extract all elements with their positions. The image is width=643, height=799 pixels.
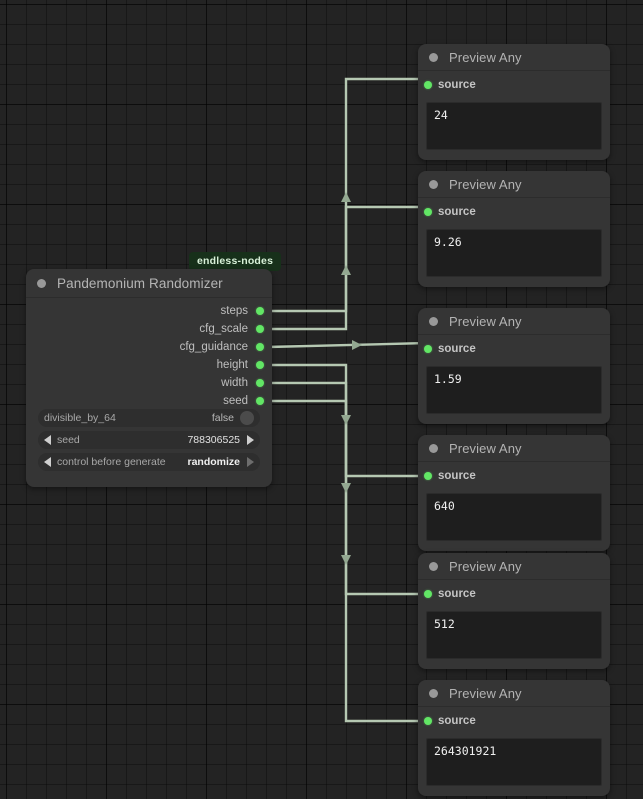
node-title: Preview Any [449,313,522,329]
wire-steps [268,77,428,313]
input-port-source[interactable]: source [418,707,610,735]
collapse-circle-icon[interactable] [429,179,438,189]
output-port-width[interactable]: width [26,374,272,392]
node-title: Preview Any [449,440,522,456]
wire-cfg-guidance [267,341,429,349]
input-port-label: source [438,588,476,600]
input-dot-icon[interactable] [424,345,432,353]
output-port-steps[interactable]: steps [26,302,272,320]
toggle-knob-icon[interactable] [240,411,254,425]
wire-direction-arrows [341,192,362,565]
collapse-circle-icon[interactable] [429,688,438,698]
decrement-arrow-icon[interactable] [44,435,51,445]
wire-seed [268,399,428,723]
input-port-source[interactable]: source [418,335,610,363]
node-header[interactable]: Preview Any [418,680,610,707]
node-header[interactable]: Preview Any [418,435,610,462]
node-header[interactable]: Pandemonium Randomizer [26,269,272,298]
output-port-cfg-scale[interactable]: cfg_scale [26,320,272,338]
node-preview-any-cfg-guidance[interactable]: Preview Any source 1.59 [418,308,610,424]
node-title: Preview Any [449,685,522,701]
collapse-circle-icon[interactable] [429,52,438,62]
collapse-circle-icon[interactable] [429,443,438,453]
node-preview-any-steps[interactable]: Preview Any source 24 [418,44,610,160]
node-preview-any-cfg-scale[interactable]: Preview Any source 9.26 [418,171,610,287]
input-port-source[interactable]: source [418,71,610,99]
input-dot-icon[interactable] [424,717,432,725]
output-dot-icon[interactable] [256,343,264,351]
input-port-source[interactable]: source [418,462,610,490]
input-port-source[interactable]: source [418,580,610,608]
output-port-label: width [221,377,248,389]
output-dot-icon[interactable] [256,307,264,315]
widget-control-before-generate[interactable]: control before generate randomize [38,453,260,471]
widget-divisible-by-64[interactable]: divisible_by_64 false [38,409,260,427]
preview-text-area[interactable]: 9.26 [426,229,602,277]
wire-height [268,363,428,478]
node-preview-any-height[interactable]: Preview Any source 640 [418,435,610,551]
node-header[interactable]: Preview Any [418,553,610,580]
output-port-height[interactable]: height [26,356,272,374]
next-option-arrow-icon[interactable] [247,457,254,467]
node-title: Pandemonium Randomizer [57,275,223,291]
node-pandemonium-randomizer[interactable]: Pandemonium Randomizer steps cfg_scale c… [26,269,272,487]
widget-value[interactable]: 788306525 [187,434,240,446]
preview-text-area[interactable]: 264301921 [426,738,602,786]
wire-cfg-scale [268,205,428,331]
preview-text-area[interactable]: 640 [426,493,602,541]
widget-seed[interactable]: seed 788306525 [38,431,260,449]
node-header[interactable]: Preview Any [418,44,610,71]
input-dot-icon[interactable] [424,81,432,89]
node-header[interactable]: Preview Any [418,171,610,198]
node-preview-any-width[interactable]: Preview Any source 512 [418,553,610,669]
widget-label: seed [57,434,80,446]
output-dot-icon[interactable] [256,379,264,387]
widget-value[interactable]: randomize [187,456,240,468]
output-port-label: cfg_scale [199,323,248,335]
node-title: Preview Any [449,558,522,574]
output-dot-icon[interactable] [256,361,264,369]
increment-arrow-icon[interactable] [247,435,254,445]
collapse-circle-icon[interactable] [37,278,46,288]
output-port-label: cfg_guidance [179,341,248,353]
preview-text-area[interactable]: 512 [426,611,602,659]
output-port-label: steps [220,305,249,317]
node-preview-any-seed[interactable]: Preview Any source 264301921 [418,680,610,796]
previous-option-arrow-icon[interactable] [44,457,51,467]
widget-label: divisible_by_64 [44,412,116,424]
preview-text-area[interactable]: 24 [426,102,602,150]
node-title: Preview Any [449,176,522,192]
output-port-cfg-guidance[interactable]: cfg_guidance [26,338,272,356]
input-port-label: source [438,343,476,355]
node-header[interactable]: Preview Any [418,308,610,335]
input-port-source[interactable]: source [418,198,610,226]
output-port-label: seed [223,395,248,407]
widget-value: false [211,412,234,424]
input-dot-icon[interactable] [424,208,432,216]
input-port-label: source [438,79,476,91]
collapse-circle-icon[interactable] [429,316,438,326]
input-dot-icon[interactable] [424,472,432,480]
input-dot-icon[interactable] [424,590,432,598]
output-port-seed[interactable]: seed [26,392,272,410]
output-port-list: steps cfg_scale cfg_guidance height widt… [26,302,272,410]
node-package-badge: endless-nodes [189,252,282,271]
preview-text-area[interactable]: 1.59 [426,366,602,414]
node-title: Preview Any [449,49,522,65]
collapse-circle-icon[interactable] [429,561,438,571]
widget-label: control before generate [57,456,166,468]
output-dot-icon[interactable] [256,325,264,333]
input-port-label: source [438,715,476,727]
input-port-label: source [438,470,476,482]
widget-list: divisible_by_64 false seed 788306525 con… [38,409,260,471]
output-port-label: height [216,359,248,371]
input-port-label: source [438,206,476,218]
wire-width [268,381,428,596]
output-dot-icon[interactable] [256,397,264,405]
